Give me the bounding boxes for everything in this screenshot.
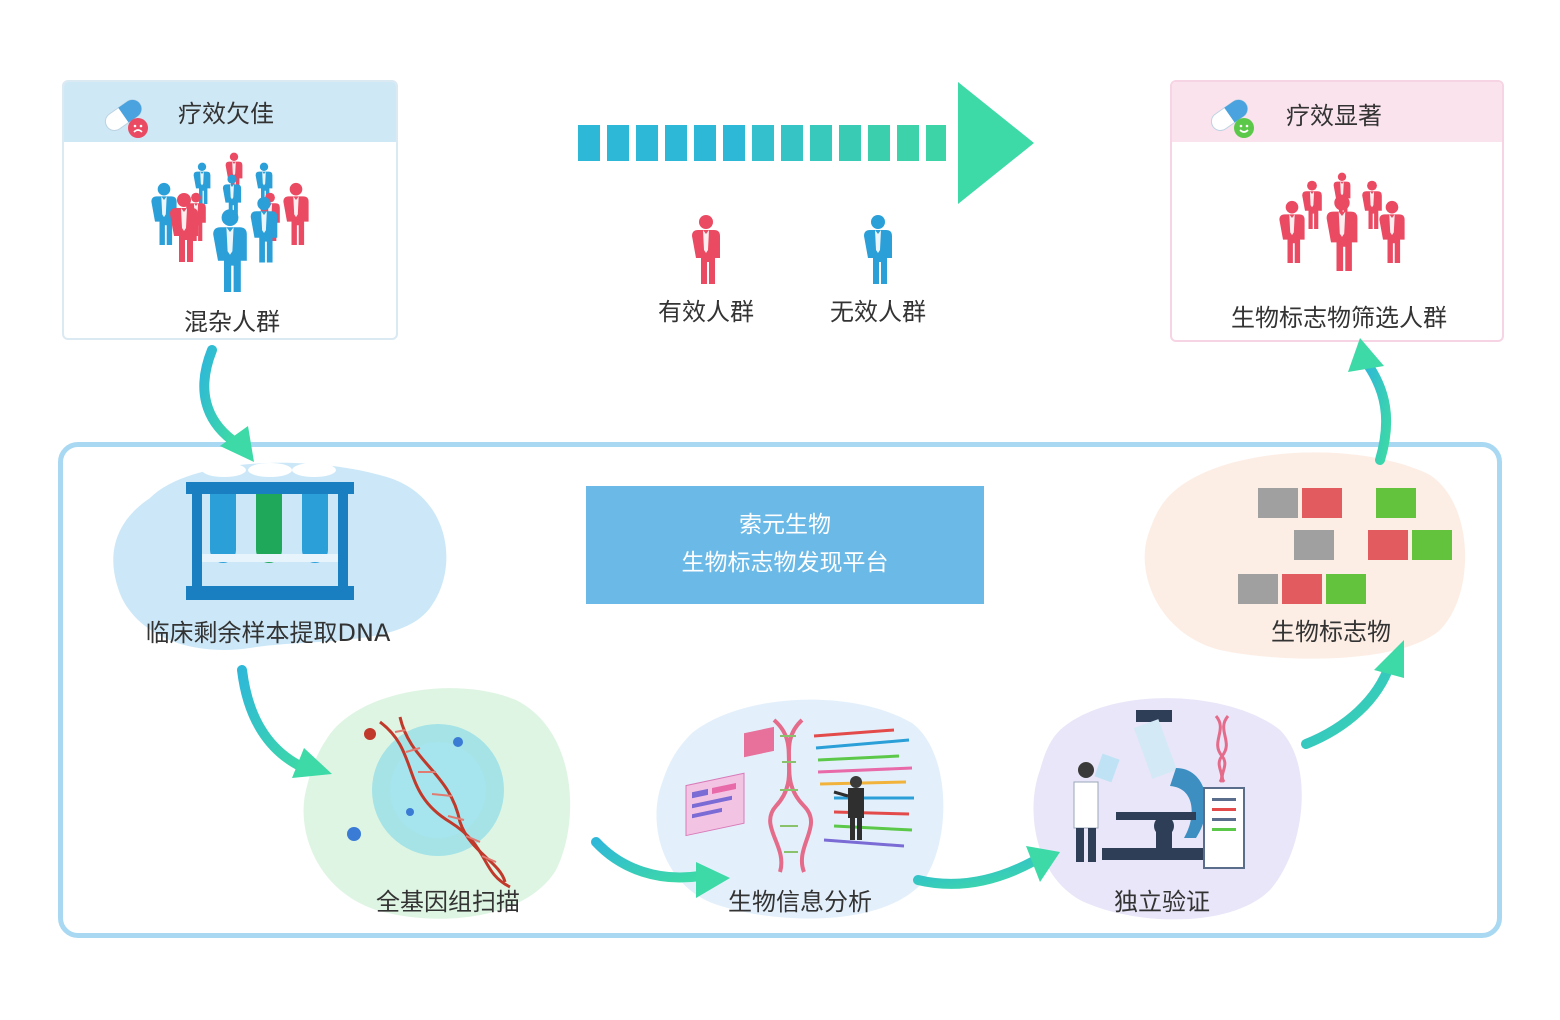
dna-scan-icon: [347, 716, 511, 889]
ineffective-person-icon: [864, 215, 892, 284]
platform-company: 索元生物: [739, 512, 831, 538]
crowd-person-icon: [1302, 180, 1322, 229]
crowd-person-icon: [222, 174, 242, 220]
bioinformatics-icon: [685, 718, 914, 873]
scientist-microscope-icon: [1073, 710, 1245, 869]
poor-efficacy-card: 疗效欠佳 混杂人群: [62, 80, 398, 340]
test-tube-rack-icon: [186, 463, 354, 600]
bioinfo-blob-icon: [656, 699, 944, 919]
effective-population-label: 有效人群: [658, 298, 754, 326]
genome-scan-label: 全基因组扫描: [376, 888, 520, 916]
biomarker-label: 生物标志物: [1271, 618, 1391, 646]
good-efficacy-title: 疗效显著: [1286, 102, 1382, 130]
mixed-population-label: 混杂人群: [184, 308, 280, 336]
crowd-person-icon: [1326, 195, 1358, 271]
mixed-crowd-icon: [151, 152, 309, 292]
dashed-progress-arrow-icon: [578, 82, 1034, 204]
good-efficacy-card: 疗效显著 生物标志物筛选人群: [1170, 80, 1504, 342]
effective-crowd-icon: [1279, 172, 1405, 271]
platform-box: 索元生物 生物标志物发现平台: [586, 486, 984, 604]
crowd-person-icon: [1362, 180, 1382, 229]
crowd-person-icon: [170, 193, 198, 262]
effective-person-icon: [692, 215, 720, 284]
crowd-person-icon: [213, 209, 247, 292]
crowd-person-icon: [193, 162, 211, 204]
dna-extraction-label: 临床剩余样本提取DNA: [145, 619, 391, 647]
biomarker-population-label: 生物标志物筛选人群: [1231, 304, 1447, 332]
pill-smile-icon: [1210, 99, 1254, 138]
crowd-person-icon: [151, 182, 177, 245]
crowd-person-icon: [250, 196, 278, 263]
crowd-person-icon: [1379, 200, 1405, 263]
heatmap-grid-icon: [1238, 488, 1452, 604]
workflow-panel: [58, 442, 1502, 938]
crowd-person-icon: [283, 182, 309, 245]
crowd-person-icon: [1279, 200, 1305, 263]
poor-efficacy-title: 疗效欠佳: [178, 100, 274, 128]
ineffective-population-label: 无效人群: [830, 298, 926, 326]
bioinformatics-label: 生物信息分析: [728, 888, 872, 916]
pill-sad-icon: [104, 99, 148, 138]
platform-name: 生物标志物发现平台: [681, 550, 889, 576]
validation-label: 独立验证: [1114, 888, 1210, 916]
